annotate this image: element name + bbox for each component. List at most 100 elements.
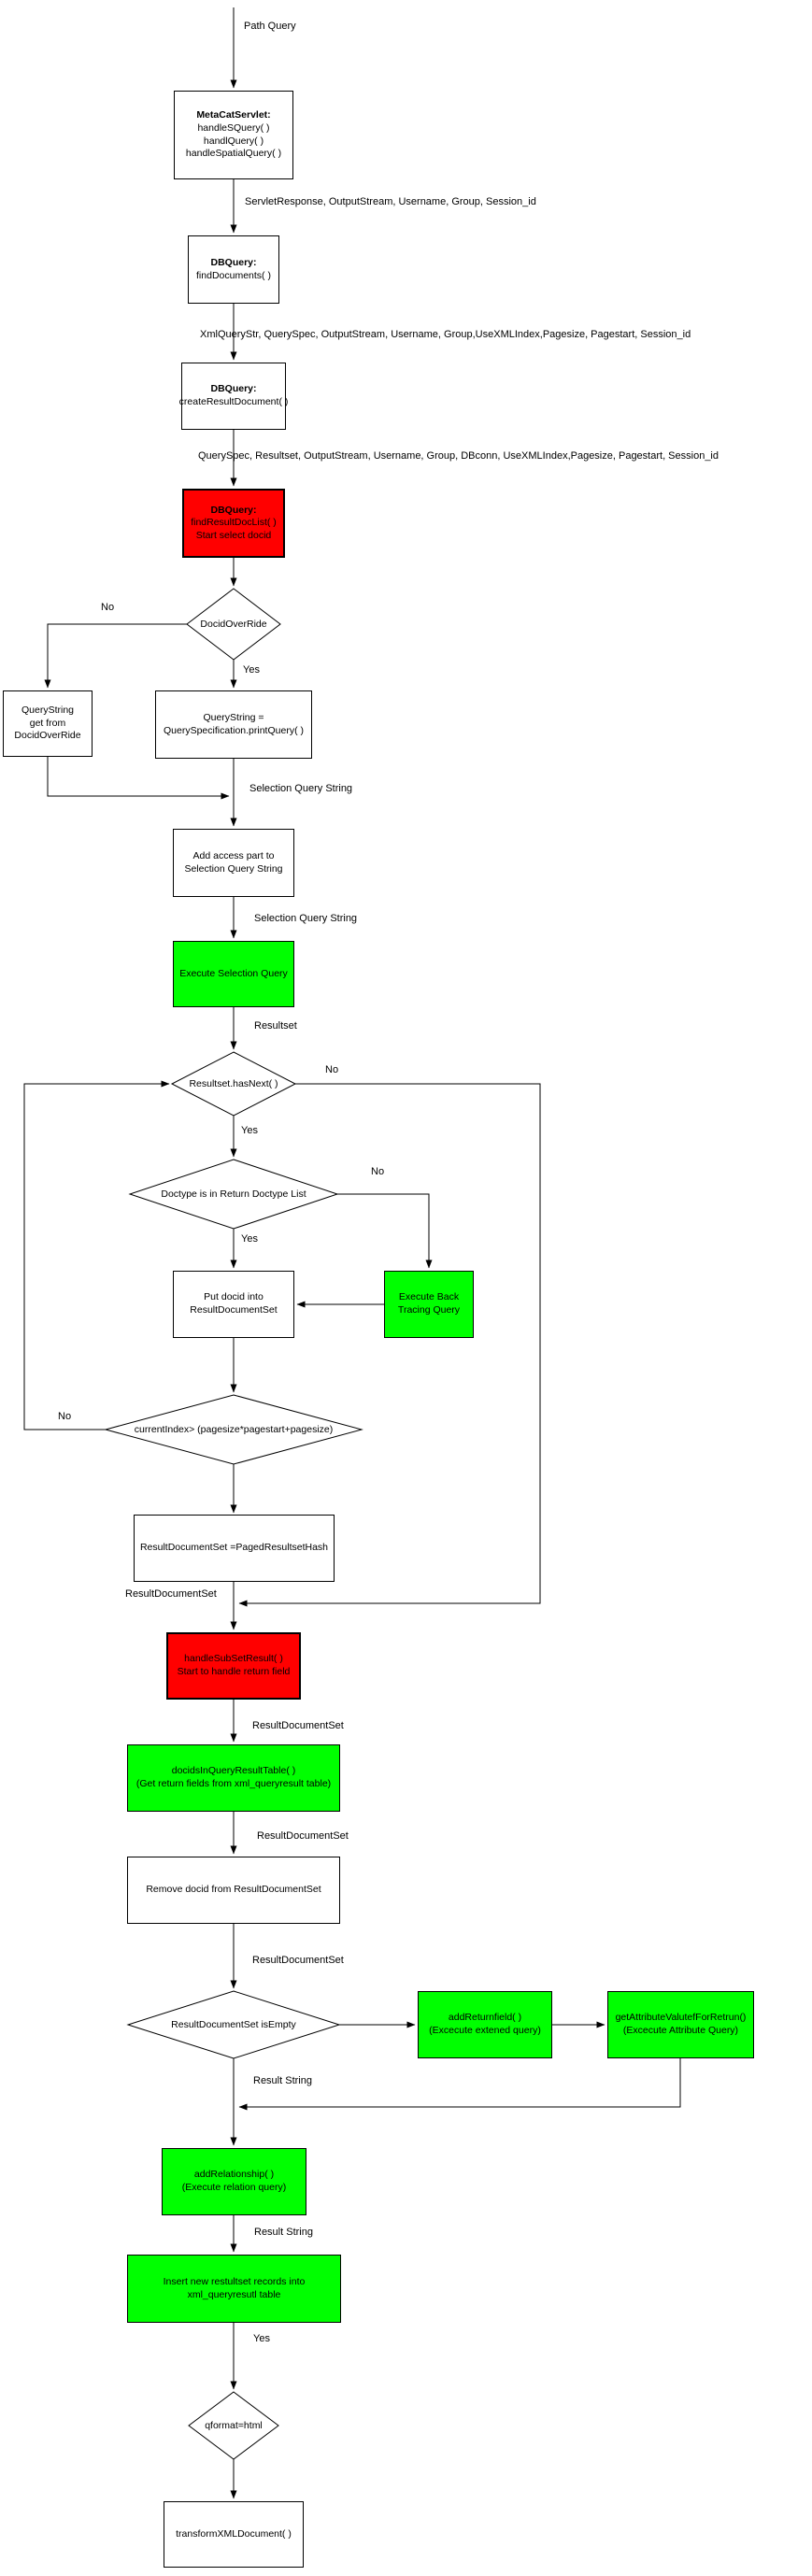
node-addreturnfield: addReturnfield( ) (Excecute extened quer… xyxy=(418,1991,552,2058)
text-line: handleSQuery( ) xyxy=(197,121,270,134)
text-line: DocidOverRide xyxy=(14,730,81,742)
text-line: Put docid into xyxy=(204,1291,264,1303)
edge-label-xml-query-str: XmlQueryStr, QuerySpec, OutputStream, Us… xyxy=(200,329,691,340)
edge-label-selection-query-string-1: Selection Query String xyxy=(249,783,353,794)
edge-hasnext-no xyxy=(238,1083,541,1607)
text-line: QueryString xyxy=(21,704,75,717)
edge-qsdocid-merge xyxy=(47,757,230,800)
text-line: Remove docid from ResultDocumentSet xyxy=(146,1884,321,1896)
edge-label-no-docidoverride: No xyxy=(101,602,115,613)
text-line: docidsInQueryResultTable( ) xyxy=(171,1765,296,1777)
edge-label-no-hasnext: No xyxy=(325,1064,339,1075)
text-line: (Excecute Attribute Query) xyxy=(622,2025,739,2036)
text-line: findResultDocList( ) xyxy=(191,517,277,529)
text-line: addReturnfield( ) xyxy=(448,2012,522,2024)
text-line: DBQuery: xyxy=(210,504,257,516)
node-insert-resultset-records: Insert new restultset records into xml_q… xyxy=(127,2255,341,2323)
text-line: xml_queryresutl table xyxy=(187,2288,281,2300)
node-pagedresultsethash: ResultDocumentSet =PagedResultsetHash xyxy=(134,1515,335,1582)
text-line: (Execute relation query) xyxy=(181,2182,287,2193)
node-execute-back-tracing: Execute Back Tracing Query xyxy=(384,1271,474,1338)
edge-docidoverride-no xyxy=(44,623,187,689)
diamond-shape xyxy=(172,1052,295,1116)
decision-doctype-in-return-list: Doctype is in Return Doctype List xyxy=(130,1160,337,1229)
text-line: (Get return fields from xml_queryresult … xyxy=(135,1778,332,1789)
text-line: findDocuments( ) xyxy=(196,269,271,281)
edge-label-no-currentindex: No xyxy=(58,1411,72,1422)
text-line: get from xyxy=(29,717,66,729)
edge-getattr-return xyxy=(238,2058,681,2111)
node-remove-docid: Remove docid from ResultDocumentSet xyxy=(127,1857,340,1924)
node-dbquery-createresultdocument: DBQuery: createResultDocument( ) xyxy=(178,363,289,430)
node-put-docid: Put docid into ResultDocumentSet xyxy=(173,1271,294,1338)
node-querystring-from-docidoverride: QueryString get from DocidOverRide xyxy=(3,690,93,757)
diamond-shape xyxy=(130,1160,337,1229)
text-line: createResultDocument( ) xyxy=(178,396,289,407)
decision-docidoverride: DocidOverRide xyxy=(187,589,280,660)
text-line: Start to handle return field xyxy=(177,1666,291,1677)
edge-label-resultdocumentset-3: ResultDocumentSet xyxy=(252,1955,344,1966)
text-line: ResultDocumentSet xyxy=(190,1304,278,1316)
text-line: ResultDocumentSet =PagedResultsetHash xyxy=(139,1542,329,1554)
text-line: Start select docid xyxy=(195,529,272,541)
node-add-access-part: Add access part to Selection Query Strin… xyxy=(173,829,294,897)
edge-label-path-query: Path Query xyxy=(244,21,296,32)
edge-label-resultdocumentset-2: ResultDocumentSet xyxy=(257,1830,349,1842)
text-line: (Excecute extened query) xyxy=(429,2025,541,2036)
decision-qformat-html: qformat=html xyxy=(189,2392,278,2459)
text-line: Tracing Query xyxy=(397,1304,461,1316)
text-line: DBQuery: xyxy=(210,256,257,268)
node-metacatservlet: MetaCatServlet: handleSQuery( ) handlQue… xyxy=(174,91,293,179)
edge-label-resultdocumentset-1: ResultDocumentSet xyxy=(252,1720,344,1731)
text-line: Resultset.hasNext( ) xyxy=(189,1078,278,1089)
edge-label-no-doctype: No xyxy=(371,1166,385,1177)
text-line: qformat=html xyxy=(205,2420,263,2431)
node-docidsinqueryresulttable: docidsInQueryResultTable( ) (Get return … xyxy=(127,1744,340,1812)
text-line: handlQuery( ) xyxy=(203,135,264,147)
text-line: DocidOverRide xyxy=(200,619,267,630)
edge-label-yes-qformat: Yes xyxy=(253,2333,270,2344)
edge-label-yes-hasnext: Yes xyxy=(241,1125,258,1136)
diamond-shape xyxy=(189,2392,278,2459)
edge-label-yes-docidoverride: Yes xyxy=(243,664,260,676)
edge-label-servlet-response: ServletResponse, OutputStream, Username,… xyxy=(245,196,536,207)
node-dbquery-findresultdoclist: DBQuery: findResultDocList( ) Start sele… xyxy=(182,489,285,558)
text-line: QueryString = xyxy=(203,711,264,723)
text-line: QuerySpecification.printQuery( ) xyxy=(164,724,304,736)
text-line: handleSubSetResult( ) xyxy=(184,1653,283,1665)
diamond-shape xyxy=(128,1991,339,2058)
text-line: Insert new restultset records into xyxy=(163,2275,306,2287)
text-line: Add access part to xyxy=(192,849,275,861)
node-execute-selection-query: Execute Selection Query xyxy=(173,941,294,1007)
decision-currentindex: currentIndex> (pagesize*pagestart+pagesi… xyxy=(106,1395,362,1464)
decision-resultset-hasnext: Resultset.hasNext( ) xyxy=(172,1052,295,1116)
text-line: getAttributeValutefForRetrun() xyxy=(615,2012,747,2024)
text-line: Execute Back xyxy=(398,1291,460,1303)
node-transformxmldocument: transformXMLDocument( ) xyxy=(164,2501,304,2568)
node-handlesubsetresult: handleSubSetResult( ) Start to handle re… xyxy=(166,1632,301,1700)
edge-label-result-string-2: Result String xyxy=(254,2227,313,2238)
edge-label-query-spec: QuerySpec, Resultset, OutputStream, User… xyxy=(198,450,719,462)
text-line: DBQuery: xyxy=(210,383,257,395)
node-dbquery-finddocuments: DBQuery: findDocuments( ) xyxy=(188,235,279,304)
text-line: Doctype is in Return Doctype List xyxy=(161,1188,306,1200)
node-getattributevalueforreturn: getAttributeValutefForRetrun() (Excecute… xyxy=(607,1991,754,2058)
edge-label-result-string-1: Result String xyxy=(253,2075,312,2086)
edge-doctype-no xyxy=(337,1193,433,1269)
node-querystring-printquery: QueryString = QuerySpecification.printQu… xyxy=(155,690,312,759)
edge-label-selection-query-string-2: Selection Query String xyxy=(254,913,358,924)
diamond-shape xyxy=(187,589,280,660)
text-line: Selection Query String xyxy=(184,862,283,875)
text-line: MetaCatServlet: xyxy=(196,109,271,121)
edge-currentindex-no-loop xyxy=(23,1080,170,1430)
decision-resultdocumentset-isempty: ResultDocumentSet isEmpty xyxy=(128,1991,339,2058)
node-addrelationship: addRelationship( ) (Execute relation que… xyxy=(162,2148,306,2215)
diamond-shape xyxy=(106,1395,362,1464)
text-line: handleSpatialQuery( ) xyxy=(185,148,282,160)
text-line: currentIndex> (pagesize*pagestart+pagesi… xyxy=(134,1424,334,1435)
text-line: transformXMLDocument( ) xyxy=(176,2527,292,2540)
text-line: Execute Selection Query xyxy=(179,967,288,979)
edge-label-resultdocumentset-junction: ResultDocumentSet xyxy=(125,1588,217,1600)
